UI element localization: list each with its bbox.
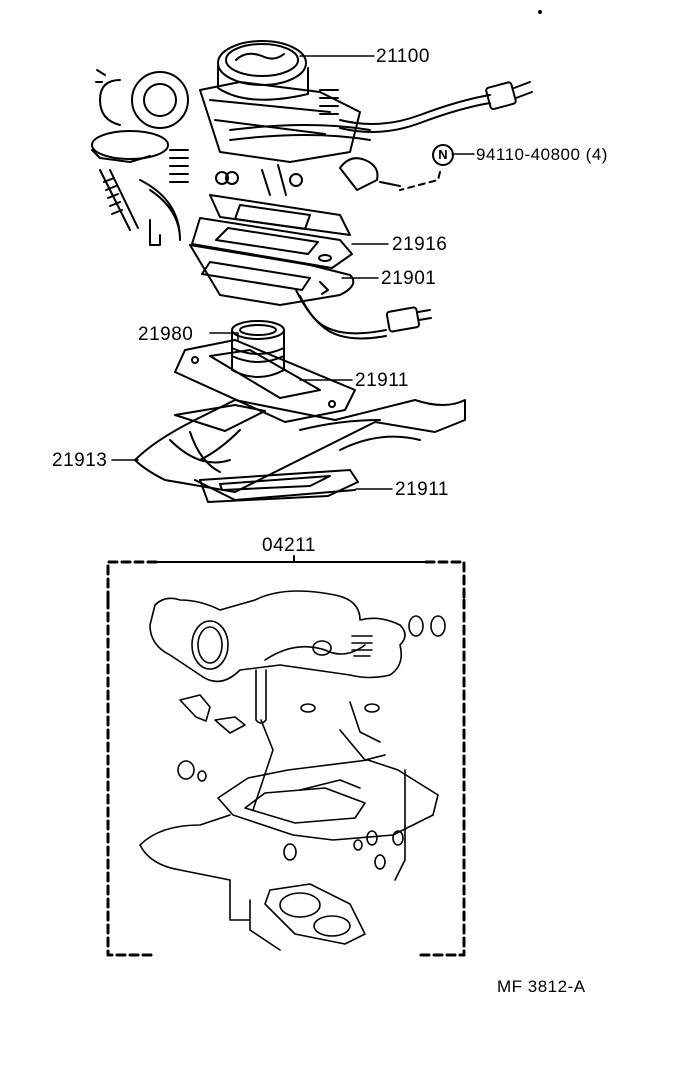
gasket-21911-upper (174, 339, 356, 423)
gasket-21916 (191, 217, 353, 269)
insulator-21901 (189, 244, 432, 340)
carburetor-assembly (91, 40, 533, 246)
callout-21901[interactable]: 21901 (381, 268, 437, 289)
gasket-kit-bracket (106, 555, 466, 957)
new-part-marker: N (432, 144, 454, 166)
callout-94110-40800[interactable]: 94110-40800 (4) (476, 145, 608, 164)
figure-code: MF 3812-A (497, 977, 586, 996)
leader-lines (111, 55, 475, 490)
gasket-21911-lower (199, 469, 359, 503)
callout-21913[interactable]: 21913 (52, 450, 108, 471)
callout-21980[interactable]: 21980 (138, 324, 194, 345)
callout-21100[interactable]: 21100 (376, 46, 430, 67)
callout-21911-lower[interactable]: 21911 (395, 479, 449, 500)
callout-21911-upper[interactable]: 21911 (355, 370, 409, 391)
gasket-kit-contents (139, 590, 446, 951)
callout-21916[interactable]: 21916 (392, 234, 448, 255)
callout-04211[interactable]: 04211 (262, 535, 316, 556)
